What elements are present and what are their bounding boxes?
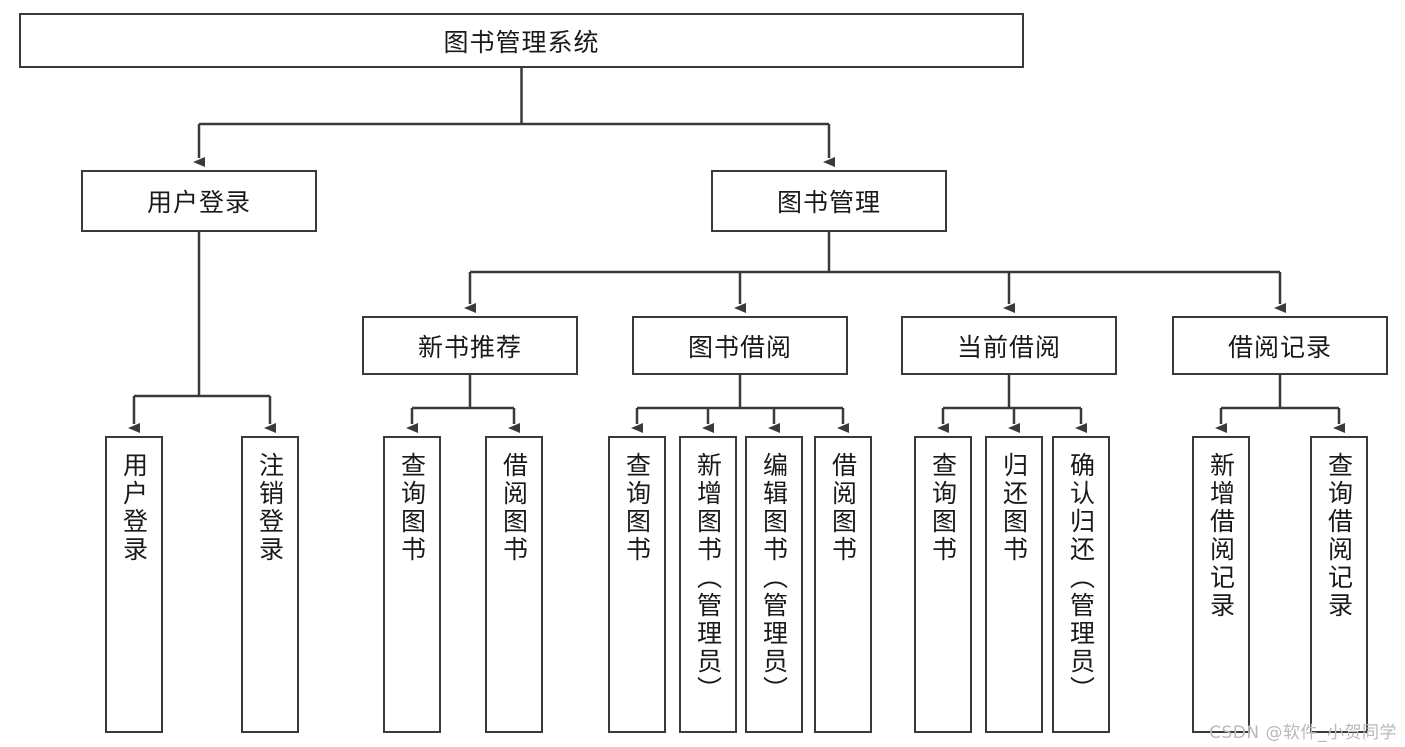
- node-leaf-borrow-book[interactable]: 借阅图书: [814, 436, 872, 733]
- node-label: 查询图书: [622, 452, 652, 564]
- node-label: 注销登录: [255, 452, 285, 564]
- node-new-book-recommend[interactable]: 新书推荐: [362, 316, 578, 375]
- node-label: 用户登录: [146, 188, 251, 217]
- node-label: 查询图书: [928, 452, 958, 564]
- node-leaf-return-book[interactable]: 归还图书: [985, 436, 1043, 733]
- node-label: 新增图书（管理员）: [693, 452, 723, 704]
- node-label: 新增借阅记录: [1206, 452, 1236, 620]
- node-borrow-record[interactable]: 借阅记录: [1172, 316, 1388, 375]
- node-root[interactable]: 图书管理系统: [19, 13, 1024, 68]
- node-label: 图书借阅: [687, 332, 792, 362]
- node-label: 确认归还（管理员）: [1066, 452, 1096, 704]
- node-label: 借阅记录: [1227, 332, 1332, 362]
- node-user-login[interactable]: 用户登录: [81, 170, 317, 232]
- node-leaf-query-book-recommend[interactable]: 查询图书: [383, 436, 441, 733]
- node-current-borrow[interactable]: 当前借阅: [901, 316, 1117, 375]
- node-leaf-edit-book-admin[interactable]: 编辑图书（管理员）: [745, 436, 803, 733]
- node-leaf-confirm-return-admin[interactable]: 确认归还（管理员）: [1052, 436, 1110, 733]
- node-label: 归还图书: [999, 452, 1029, 564]
- node-leaf-query-book-borrow[interactable]: 查询图书: [608, 436, 666, 733]
- node-label: 图书管理: [776, 188, 881, 217]
- node-label: 查询借阅记录: [1324, 452, 1354, 620]
- node-label: 借阅图书: [828, 452, 858, 564]
- node-leaf-logout[interactable]: 注销登录: [241, 436, 299, 733]
- node-leaf-user-login[interactable]: 用户登录: [105, 436, 163, 733]
- node-book-borrow[interactable]: 图书借阅: [632, 316, 848, 375]
- node-label: 编辑图书（管理员）: [759, 452, 789, 704]
- csdn-watermark: CSDN @软件_小贺同学: [1209, 723, 1397, 743]
- node-label: 借阅图书: [499, 452, 529, 564]
- node-leaf-query-book-current[interactable]: 查询图书: [914, 436, 972, 733]
- node-leaf-add-book-admin[interactable]: 新增图书（管理员）: [679, 436, 737, 733]
- node-leaf-borrow-book-recommend[interactable]: 借阅图书: [485, 436, 543, 733]
- node-leaf-query-borrow-record[interactable]: 查询借阅记录: [1310, 436, 1368, 733]
- node-label: 新书推荐: [417, 332, 522, 362]
- node-book-management[interactable]: 图书管理: [711, 170, 947, 232]
- node-label: 用户登录: [119, 452, 149, 564]
- node-label: 查询图书: [397, 452, 427, 564]
- node-label: 图书管理系统: [443, 27, 600, 57]
- node-label: 当前借阅: [956, 332, 1061, 362]
- node-leaf-add-borrow-record[interactable]: 新增借阅记录: [1192, 436, 1250, 733]
